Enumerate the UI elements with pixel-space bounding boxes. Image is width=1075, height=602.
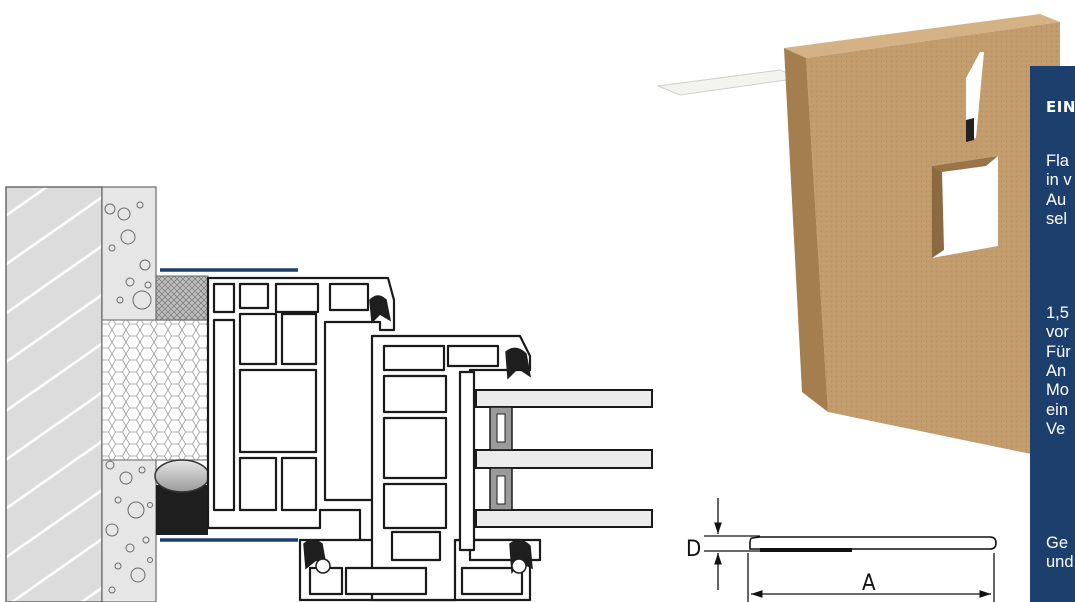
window-frame-profile bbox=[206, 276, 542, 602]
glass-panes bbox=[475, 389, 653, 528]
gaskets bbox=[303, 295, 533, 574]
wall-section bbox=[5, 186, 103, 602]
info-panel-line: sel bbox=[1046, 209, 1068, 228]
info-panel-line: Ge bbox=[1046, 534, 1069, 552]
info-panel-line: An bbox=[1046, 361, 1067, 380]
dimension-label-d: D bbox=[686, 537, 701, 562]
dimension-label-a: A bbox=[862, 571, 876, 596]
info-panel-line: und bbox=[1046, 553, 1074, 572]
product-box bbox=[656, 14, 1060, 460]
info-panel-line: ein bbox=[1046, 400, 1069, 419]
info-panel-line: Ve bbox=[1046, 419, 1066, 438]
info-panel-line: Au bbox=[1046, 190, 1067, 209]
info-panel-line: vor bbox=[1046, 323, 1069, 342]
dimension-drawing bbox=[704, 498, 997, 602]
insulation-foam bbox=[101, 319, 211, 461]
sealing-tape-top bbox=[155, 275, 209, 321]
info-panel-line: Fla bbox=[1046, 152, 1069, 170]
backing-rod bbox=[154, 459, 210, 535]
info-panel-line: Mo bbox=[1046, 381, 1069, 400]
info-panel-line: in v bbox=[1046, 171, 1072, 190]
info-panel-line: 1,5 bbox=[1046, 304, 1069, 322]
info-panel-heading: EIN bbox=[1046, 98, 1075, 116]
info-panel-line: Für bbox=[1046, 342, 1071, 361]
